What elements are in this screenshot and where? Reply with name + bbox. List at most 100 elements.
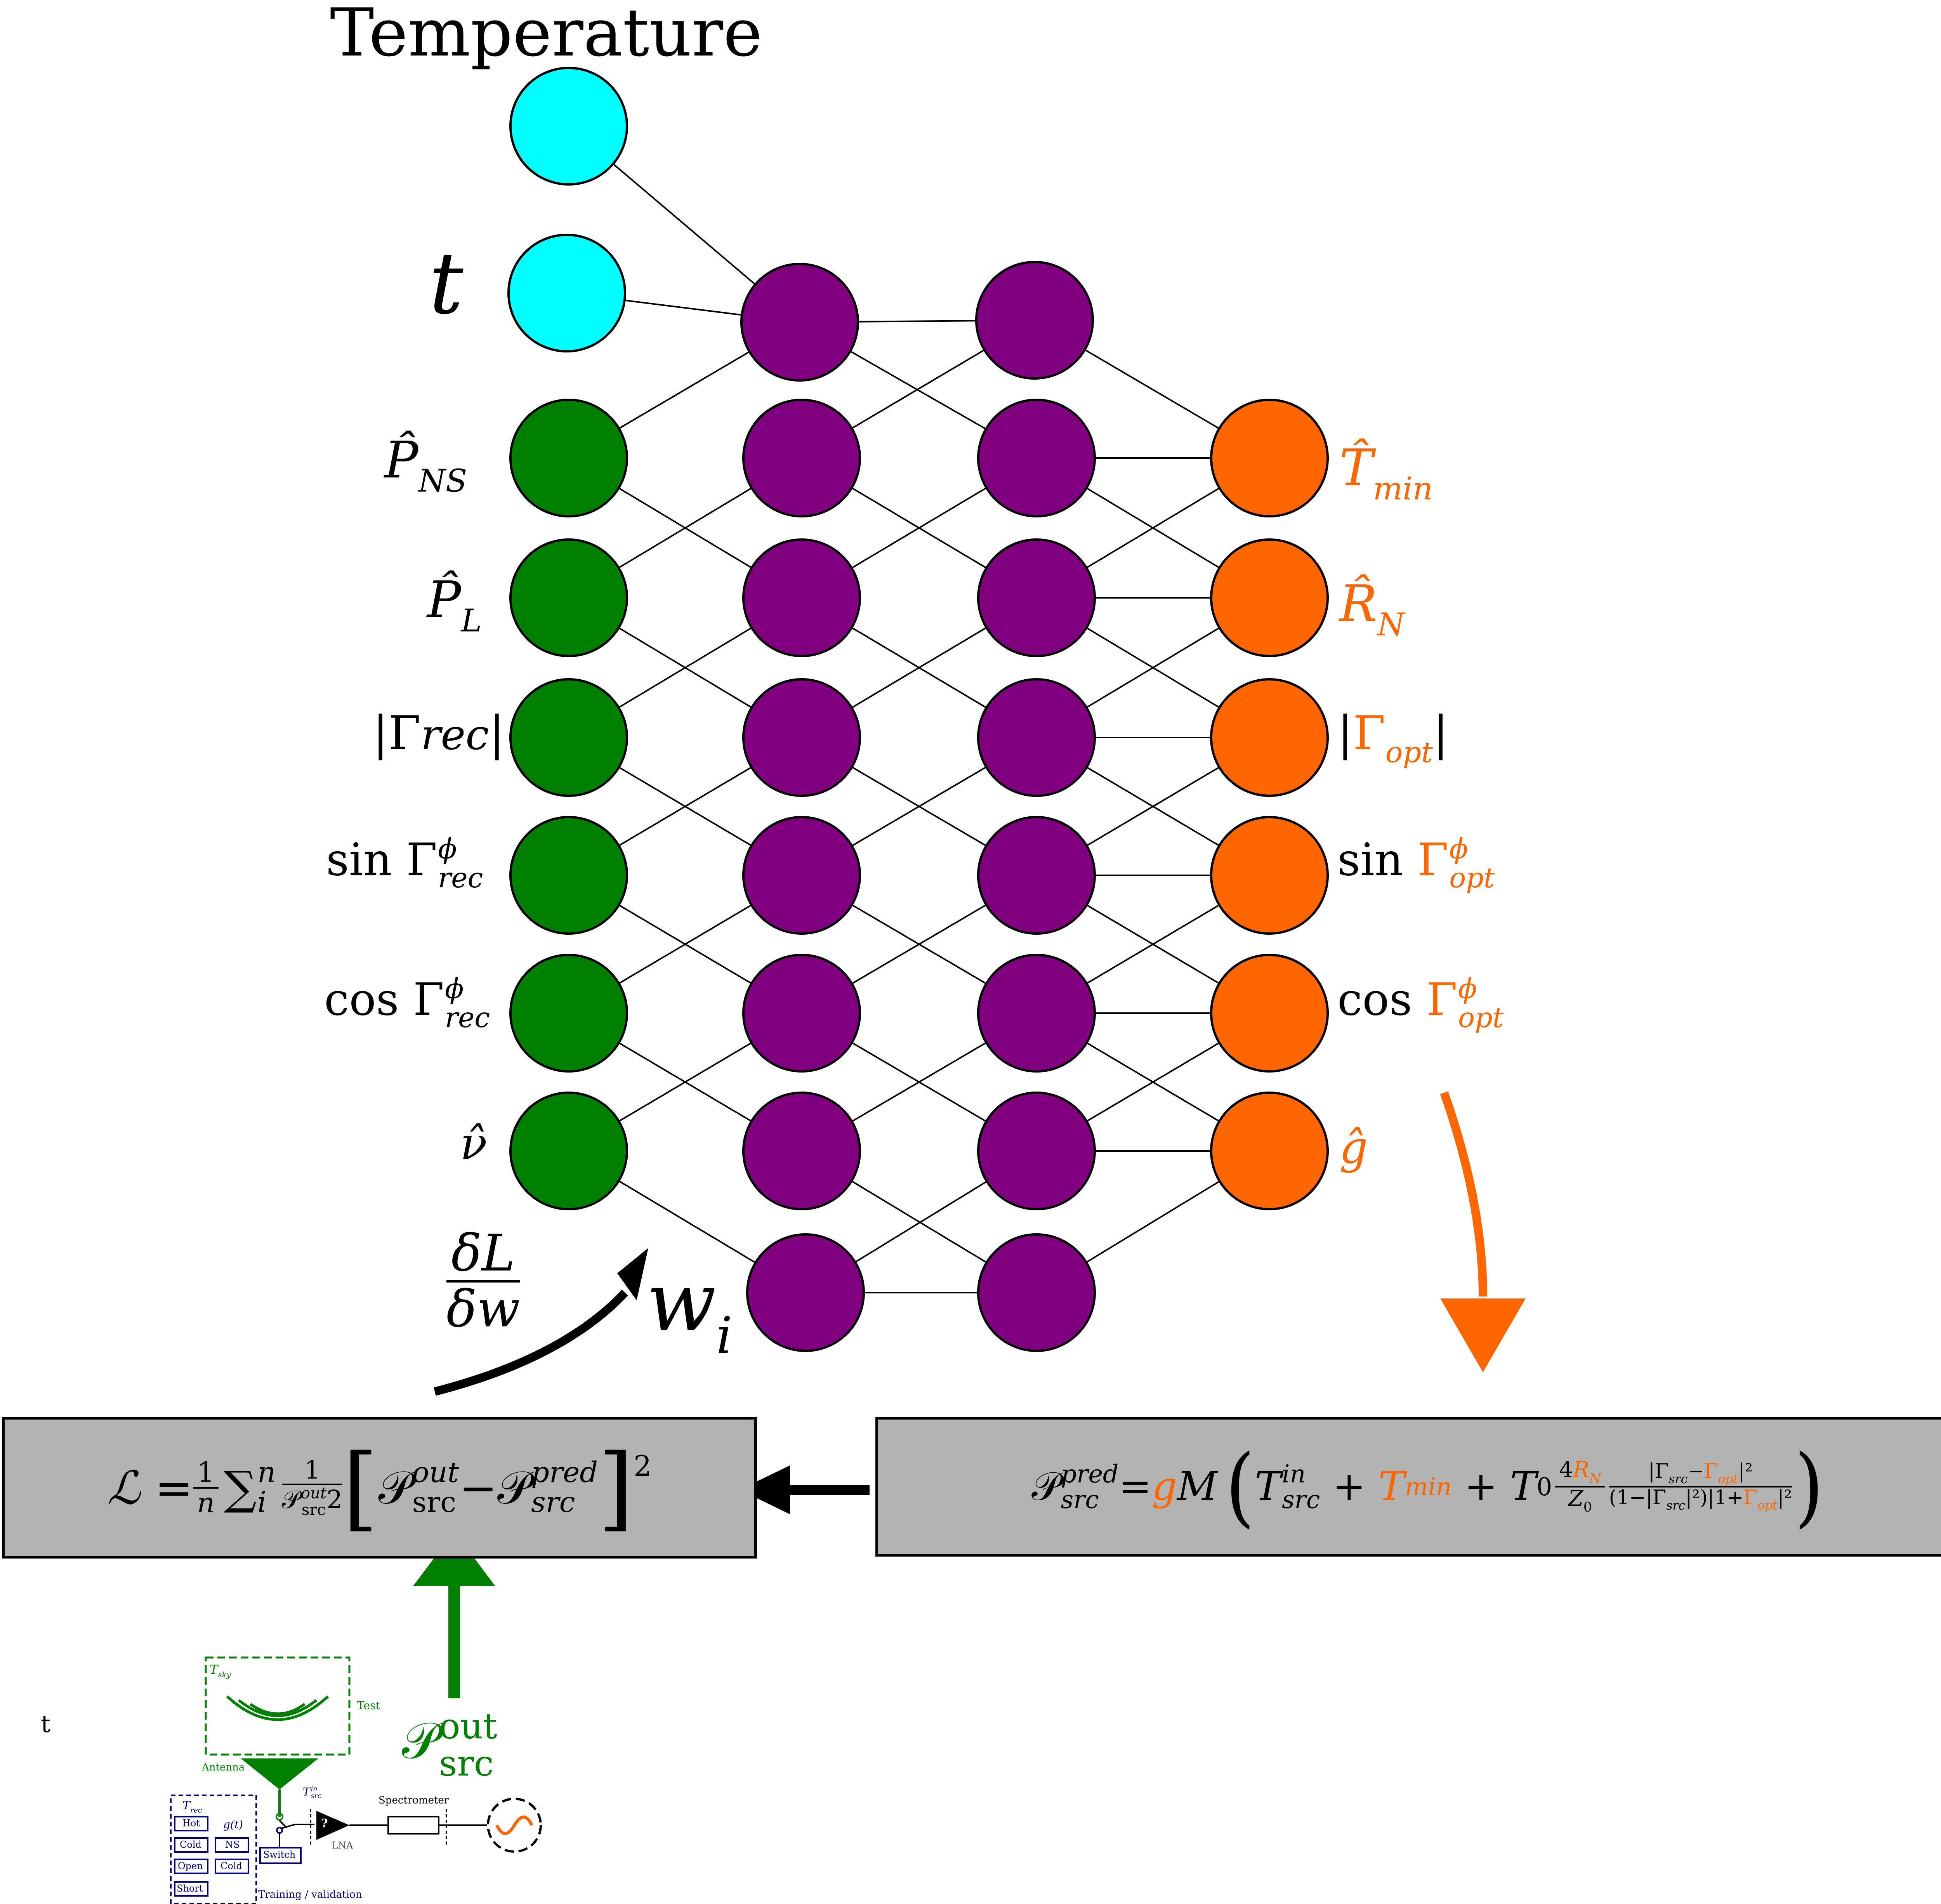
pred-z0: Z xyxy=(1568,1486,1583,1511)
weight-sub: i xyxy=(716,1306,733,1365)
label-g: ĝ xyxy=(1339,1122,1368,1174)
stray-t-label: t xyxy=(41,1710,50,1738)
node-input-green-5 xyxy=(509,954,628,1073)
inset-cal-hot: Hot xyxy=(182,1818,200,1829)
label-gamma-opt-right: | xyxy=(1433,706,1449,760)
label-cos-gamma-opt-mid: Γ xyxy=(1426,974,1458,1026)
loss-minus: − xyxy=(459,1461,498,1515)
label-gamma-opt-sub: opt xyxy=(1385,735,1433,769)
inset-tsrc-sub: src xyxy=(311,1792,321,1800)
receiver-schematic xyxy=(170,1656,542,1904)
node-output-3 xyxy=(1210,678,1329,797)
inset-tsrc-sup: in xyxy=(311,1785,318,1793)
inset-switch: Switch xyxy=(263,1849,296,1860)
measured-base: 𝒫 xyxy=(402,1711,438,1770)
pred-den-gopt-sub: opt xyxy=(1757,1499,1778,1513)
spectrometer-box xyxy=(387,1816,439,1835)
inset-training: Training / validation xyxy=(258,1889,362,1901)
node-hidden1-top xyxy=(740,263,859,382)
loss-p-pred-sup: pred xyxy=(531,1456,598,1489)
inset-tsky: Tsky xyxy=(210,1663,231,1679)
inset-trec: Trec xyxy=(182,1800,202,1814)
inset-cal-cold: Cold xyxy=(180,1839,201,1850)
pred-plus2: + xyxy=(1451,1463,1510,1510)
node-input-green-6 xyxy=(509,1092,628,1210)
label-gamma-rec-left: |Γ xyxy=(373,706,421,760)
node-hidden1-6 xyxy=(742,1092,861,1210)
pred-num-text: |Γ xyxy=(1648,1460,1669,1483)
pred-plus1: + xyxy=(1320,1463,1378,1510)
sky-arc-2 xyxy=(238,1699,318,1717)
measured-sup: out xyxy=(439,1706,497,1747)
inset-lna: LNA xyxy=(332,1840,353,1851)
node-output-6 xyxy=(1210,1092,1329,1210)
node-hidden2-3 xyxy=(977,678,1096,797)
pred-p-sub: src xyxy=(1061,1485,1099,1514)
label-sin-gamma-opt-sup: ϕ xyxy=(1449,833,1468,865)
inset-tsky-base: T xyxy=(210,1662,218,1677)
pred-g: g xyxy=(1151,1463,1177,1510)
pred-rn-sub: N xyxy=(1589,1471,1601,1487)
label-r-n-base: R̂ xyxy=(1339,574,1377,633)
node-hidden2-top xyxy=(975,261,1094,380)
node-output-5 xyxy=(1210,954,1329,1073)
pred-den-b: |²)|1+ xyxy=(1685,1486,1744,1509)
loss-lhs: ℒ = xyxy=(107,1461,193,1515)
inset-cal-open: Open xyxy=(178,1861,203,1871)
label-temperature: Temperature xyxy=(330,0,762,71)
pred-t0: T xyxy=(1510,1463,1536,1510)
pred-z0-sub: 0 xyxy=(1583,1500,1592,1515)
label-r-n-sub: N xyxy=(1377,606,1405,643)
output-arrow xyxy=(1440,1091,1487,1297)
node-hidden1-2 xyxy=(742,538,861,657)
switch-box xyxy=(259,1847,302,1864)
node-input-green-2 xyxy=(509,538,628,657)
inset-trec-sub: rec xyxy=(190,1806,202,1815)
gradient-arrow xyxy=(434,1290,628,1396)
sky-arc-1 xyxy=(226,1695,329,1721)
label-nu: ν̂ xyxy=(460,1118,487,1170)
node-hidden1-1 xyxy=(742,399,861,517)
node-hidden1-4 xyxy=(742,816,861,935)
label-cos-gamma-opt-sup: ϕ xyxy=(1458,972,1477,1005)
loss-inv-den-tail: 2 xyxy=(326,1485,343,1515)
pred-den-gopt: Γ xyxy=(1743,1486,1757,1509)
label-sin-gamma-opt-fn: sin xyxy=(1337,834,1418,886)
label-cos-gamma-opt-sub: opt xyxy=(1458,1001,1504,1034)
pred-den-sub-src: src xyxy=(1666,1499,1686,1513)
pred-m: M xyxy=(1177,1463,1218,1510)
label-r-n: R̂N xyxy=(1339,578,1405,640)
node-output-4 xyxy=(1210,816,1329,935)
inset-spectrometer: Spectrometer xyxy=(378,1795,449,1806)
label-sin-gamma-rec-sub: rec xyxy=(438,861,483,894)
label-gamma-opt-mid: Γ xyxy=(1353,706,1385,760)
weight-label: wi xyxy=(646,1262,732,1361)
measured-sub: src xyxy=(439,1743,494,1784)
sky-arc-3 xyxy=(249,1703,306,1715)
inset-trec-base: T xyxy=(182,1799,191,1812)
node-output-1 xyxy=(1210,399,1329,517)
pred-four: 4 xyxy=(1559,1457,1573,1482)
loss-inv-den-sup: out xyxy=(300,1484,327,1503)
pred-tmin: T xyxy=(1378,1463,1405,1510)
pred-t0-sub: 0 xyxy=(1536,1472,1552,1501)
pred-den-a: (1−|Γ xyxy=(1609,1486,1667,1509)
loss-sum-sup: n xyxy=(257,1456,276,1489)
node-input-temperature xyxy=(509,67,628,186)
loss-frac-den: n xyxy=(197,1486,215,1519)
pred-num-minus: − xyxy=(1688,1460,1705,1483)
gradient-den: δw xyxy=(446,1279,520,1338)
loss-p-out: 𝒫 xyxy=(378,1460,411,1514)
label-p-ns-base: P̂ xyxy=(384,430,418,489)
node-input-green-4 xyxy=(509,816,628,935)
pred-num-gopt: Γ xyxy=(1704,1460,1718,1483)
training-dashed-box xyxy=(170,1795,257,1904)
node-input-green-3 xyxy=(509,678,628,797)
loss-p-pred: 𝒫 xyxy=(497,1460,531,1514)
node-hidden1-5 xyxy=(742,954,861,1073)
